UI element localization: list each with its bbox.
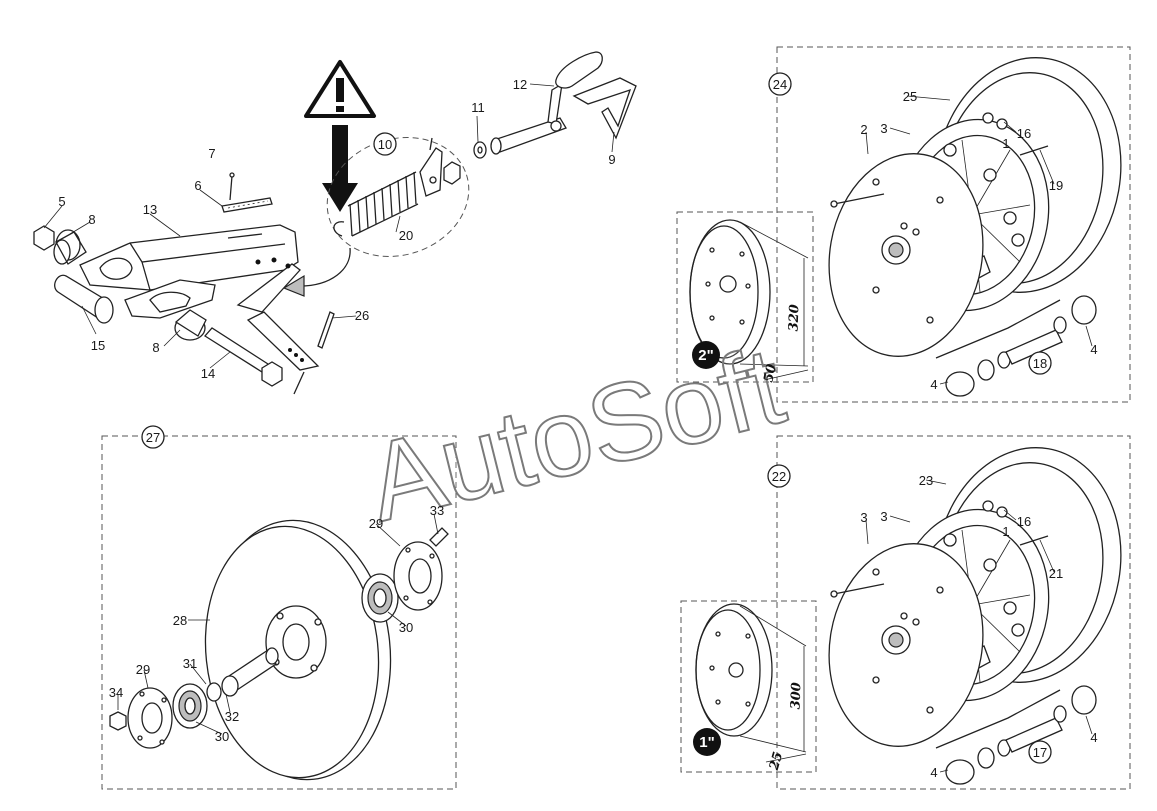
badge-1in-text: 1": [699, 734, 714, 751]
callout-3-mid: 3: [880, 509, 887, 524]
spring-detail-bubble: [326, 137, 470, 257]
callout-34: 34: [109, 685, 123, 700]
badge-2in: 2": [692, 341, 720, 369]
callout-30-top: 30: [399, 620, 413, 635]
callout-4-a: 4: [1090, 342, 1097, 357]
down-arrow-icon: [322, 125, 358, 212]
callout-5: 5: [58, 194, 65, 209]
callout-24: 24: [773, 77, 787, 92]
disc-assembly-27: [109, 519, 449, 781]
callout-29-bottom: 29: [136, 662, 150, 677]
callout-11: 11: [471, 100, 485, 115]
callout-10: 10: [378, 137, 392, 152]
callout-13: 13: [143, 202, 157, 217]
callout-22: 22: [772, 469, 786, 484]
frame-24: [776, 46, 1131, 403]
callout-circles: [141, 72, 1052, 764]
frame-2in-wheel: [676, 211, 814, 383]
callout-3-left: 3: [860, 510, 867, 525]
leader-lines: [43, 83, 1093, 773]
callout-27: 27: [146, 430, 160, 445]
callout-8-top: 8: [88, 212, 95, 227]
spring-icon: [333, 137, 461, 237]
frame-27: [101, 435, 457, 790]
callout-28: 28: [173, 613, 187, 628]
callout-18: 18: [1033, 356, 1047, 371]
callout-20: 20: [399, 228, 413, 243]
callout-17: 17: [1033, 745, 1047, 760]
callout-23: 23: [919, 473, 933, 488]
callout-4-b: 4: [930, 377, 937, 392]
callout-21: 21: [1049, 566, 1063, 581]
callout-9: 9: [608, 152, 615, 167]
callout-25: 25: [903, 89, 917, 104]
callout-30-bottom: 30: [215, 729, 229, 744]
frame-1in-wheel: [680, 600, 817, 773]
wheel-detail-1in: [695, 603, 807, 763]
frame-22: [776, 435, 1131, 790]
callout-4-c: 4: [1090, 730, 1097, 745]
callout-26: 26: [355, 308, 369, 323]
callout-15: 15: [91, 338, 105, 353]
warning-icon: [304, 60, 376, 118]
wheel-assembly-24: [828, 57, 1122, 397]
callout-4-d: 4: [930, 765, 937, 780]
watermark: AutoSoft: [355, 323, 796, 546]
callout-16-top: 16: [1017, 126, 1031, 141]
callout-19: 19: [1049, 178, 1063, 193]
arm-assembly: [33, 51, 637, 395]
callout-8-bottom: 8: [152, 340, 159, 355]
dim-25: 25: [767, 750, 787, 772]
callout-2: 2: [860, 122, 867, 137]
dim-50: 50: [761, 363, 779, 384]
callout-1-top: 1: [1002, 136, 1009, 151]
badge-2in-text: 2": [698, 347, 713, 364]
dim-300: 300: [789, 682, 805, 710]
callout-33: 33: [430, 503, 444, 518]
badge-1in: 1": [693, 728, 721, 756]
callout-3-top: 3: [880, 121, 887, 136]
callout-32: 32: [225, 709, 239, 724]
callout-16-bottom: 16: [1017, 514, 1031, 529]
callout-7: 7: [208, 146, 215, 161]
callout-1-bottom: 1: [1002, 524, 1009, 539]
callout-12: 12: [513, 77, 527, 92]
callout-labels: 5 8 13 6 7 15 8 14 26 10 20 11 12 9 24 2…: [58, 77, 1097, 780]
callout-6: 6: [194, 178, 201, 193]
wheel-detail-2in: [689, 219, 809, 381]
wheel-assembly-22: [828, 447, 1122, 785]
watermark-text: AutoSoft: [356, 324, 795, 545]
curved-arrow-icon: [299, 247, 351, 287]
callout-29-top: 29: [369, 516, 383, 531]
callout-31: 31: [183, 656, 197, 671]
callout-14: 14: [201, 366, 215, 381]
dim-320: 320: [787, 304, 803, 332]
